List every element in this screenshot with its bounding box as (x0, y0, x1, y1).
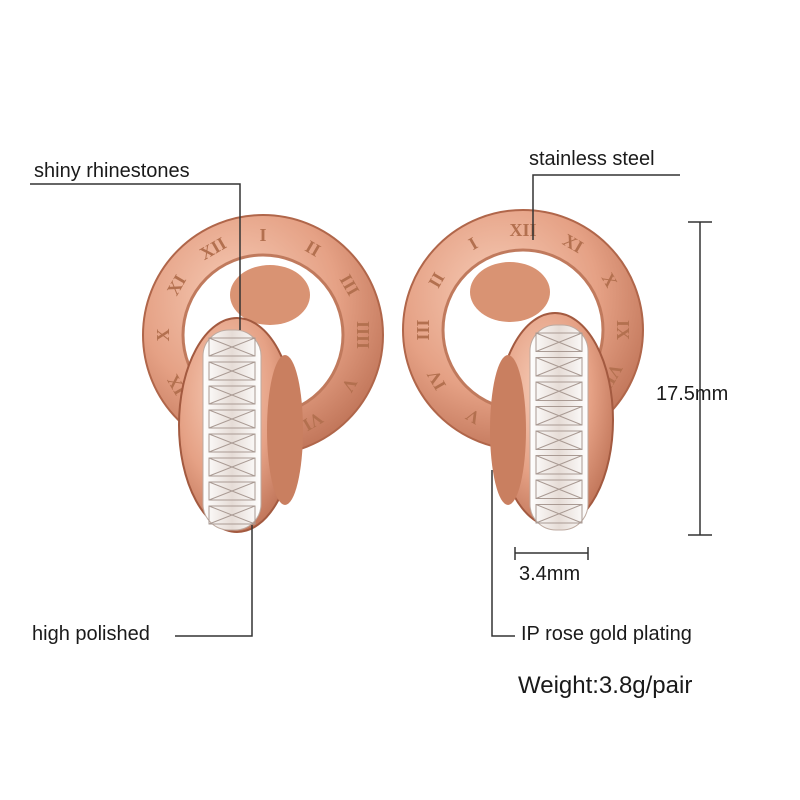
roman-numeral: III (413, 319, 433, 340)
plating-label: IP rose gold plating (521, 623, 692, 645)
crystal-stone (208, 409, 256, 429)
roman-numeral: XII (509, 220, 536, 240)
left-earring: IIIIIIIIIIVVIVIIVIIIIXXXIXII (142, 214, 384, 533)
right-earring: XIIXIXIXVIIIVIIVIVIVIIIIII (402, 209, 644, 531)
crystal-stone (535, 332, 583, 352)
polished-leader (175, 525, 253, 637)
crystal-stone (208, 433, 256, 453)
annotation-lines (30, 174, 712, 637)
crystal-stone (208, 505, 256, 525)
crystal-stone (208, 481, 256, 501)
roman-numeral: X (153, 329, 173, 342)
roman-numeral: IX (613, 320, 633, 340)
crystal-stone (535, 504, 583, 524)
height-dimension-label: 17.5mm (656, 383, 729, 405)
polished-label: high polished (32, 623, 150, 645)
roman-numeral: I (259, 225, 266, 245)
rhinestones-label: shiny rhinestones (34, 160, 190, 182)
crystal-stone (208, 361, 256, 381)
steel-label: stainless steel (529, 148, 655, 170)
width-dimension-label: 3.4mm (519, 563, 581, 585)
crystal-stone (535, 381, 583, 401)
rhinestones-leader (30, 183, 241, 330)
crystal-stone (208, 385, 256, 405)
weight-label: Weight:3.8g/pair (518, 672, 693, 699)
crystal-stone (208, 337, 256, 357)
crystal-stone (535, 430, 583, 450)
steel-leader (532, 174, 680, 240)
crystal-stone (535, 455, 583, 475)
plating-leader (491, 470, 515, 637)
crystal-stone (535, 479, 583, 499)
crystal-stone (535, 357, 583, 377)
crystal-stone (208, 457, 256, 477)
roman-numeral: IIII (353, 321, 373, 349)
crystal-stone (535, 406, 583, 426)
